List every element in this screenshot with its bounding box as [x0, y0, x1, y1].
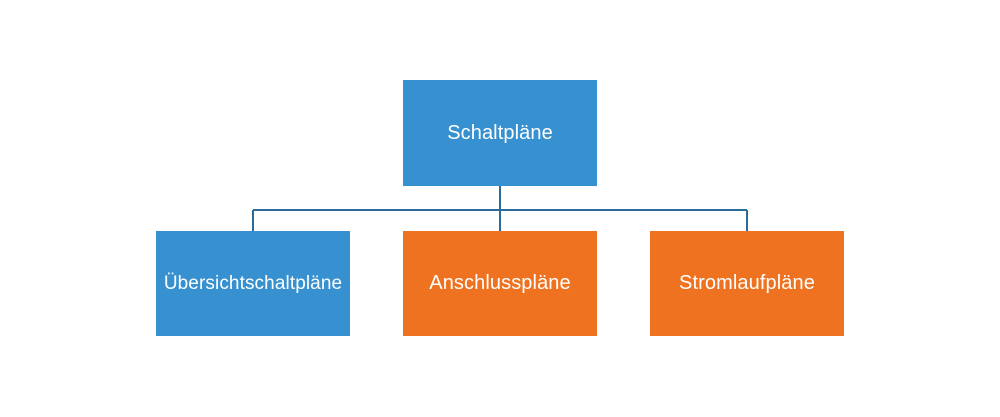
node-label: Anschlusspläne — [429, 272, 571, 294]
node-uebersichtschaltplaene: Übersichtschaltpläne — [156, 231, 350, 336]
node-label: Übersichtschaltpläne — [163, 272, 343, 294]
node-stromlaufplaene: Stromlaufpläne — [650, 231, 844, 336]
node-schaltplaene: Schaltpläne — [403, 80, 597, 186]
node-label: Schaltpläne — [447, 121, 553, 144]
node-label: Stromlaufpläne — [679, 272, 815, 294]
node-anschlussplaene: Anschlusspläne — [403, 231, 597, 336]
